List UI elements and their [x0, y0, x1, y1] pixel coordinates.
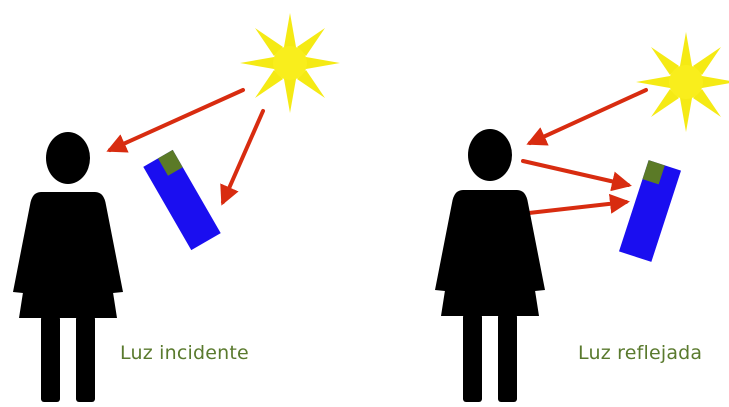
person-right — [435, 129, 545, 402]
light-meter-right — [618, 160, 682, 262]
label-incident-light: Luz incidente — [120, 342, 249, 364]
arrow-sun-to-head-right — [526, 88, 648, 146]
left-panel — [13, 13, 340, 402]
person-left — [13, 132, 123, 402]
light-meter-left — [143, 149, 221, 251]
right-panel — [435, 32, 729, 402]
arrow-body-to-meter — [518, 193, 630, 216]
label-reflected-light: Luz reflejada — [578, 342, 703, 364]
arrow-sun-to-head — [106, 88, 245, 153]
arrow-head-to-meter — [521, 159, 632, 192]
sun-right — [636, 32, 729, 132]
arrow-sun-to-meter — [220, 109, 265, 206]
sun-left — [240, 13, 340, 113]
